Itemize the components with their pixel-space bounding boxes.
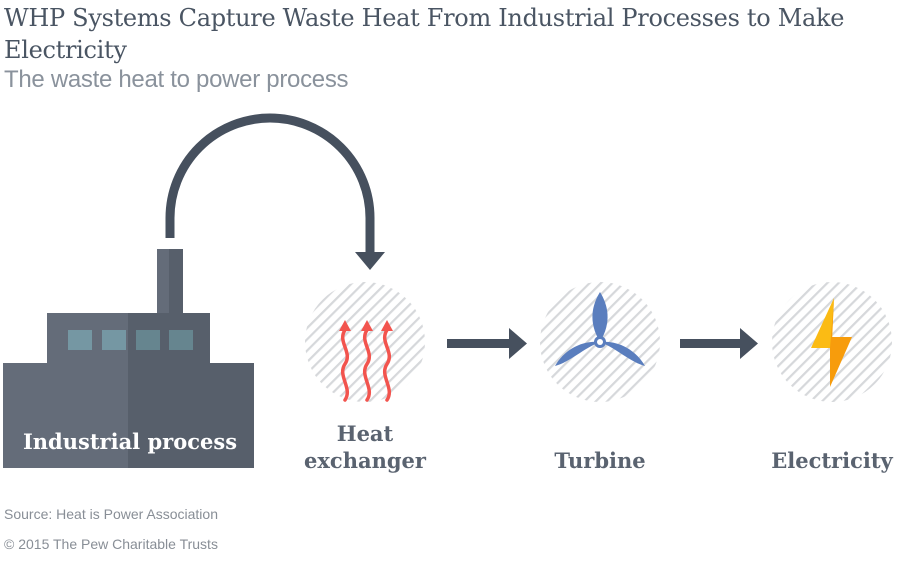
flow-arrow <box>680 328 758 359</box>
factory-window <box>68 330 92 350</box>
page-title: WHP Systems Capture Waste Heat From Indu… <box>4 4 845 64</box>
turbine-icon <box>555 292 645 366</box>
source-note: Source: Heat is Power Association <box>4 506 218 522</box>
electricity-circle <box>772 282 892 402</box>
copyright-note: © 2015 The Pew Charitable Trusts <box>4 536 218 552</box>
heat-exchanger-label-line2: exchanger <box>304 448 426 473</box>
lightning-bolt-icon <box>811 298 852 387</box>
factory-icon <box>3 249 254 468</box>
industrial-process-label: Industrial process <box>22 429 238 454</box>
page-subtitle: The waste heat to power process <box>4 66 349 93</box>
waste-heat-arrow <box>165 113 385 270</box>
factory-window <box>136 330 160 350</box>
heat-waves-icon <box>341 328 391 402</box>
turbine-circle <box>540 282 660 402</box>
turbine-label: Turbine <box>554 448 646 473</box>
flow-arrow <box>447 328 527 359</box>
factory-window <box>169 330 193 350</box>
factory-window <box>102 330 126 350</box>
electricity-label: Electricity <box>771 448 893 473</box>
heat-exchanger-icon <box>305 282 425 402</box>
heat-exchanger-label-line1: Heat <box>336 421 394 446</box>
